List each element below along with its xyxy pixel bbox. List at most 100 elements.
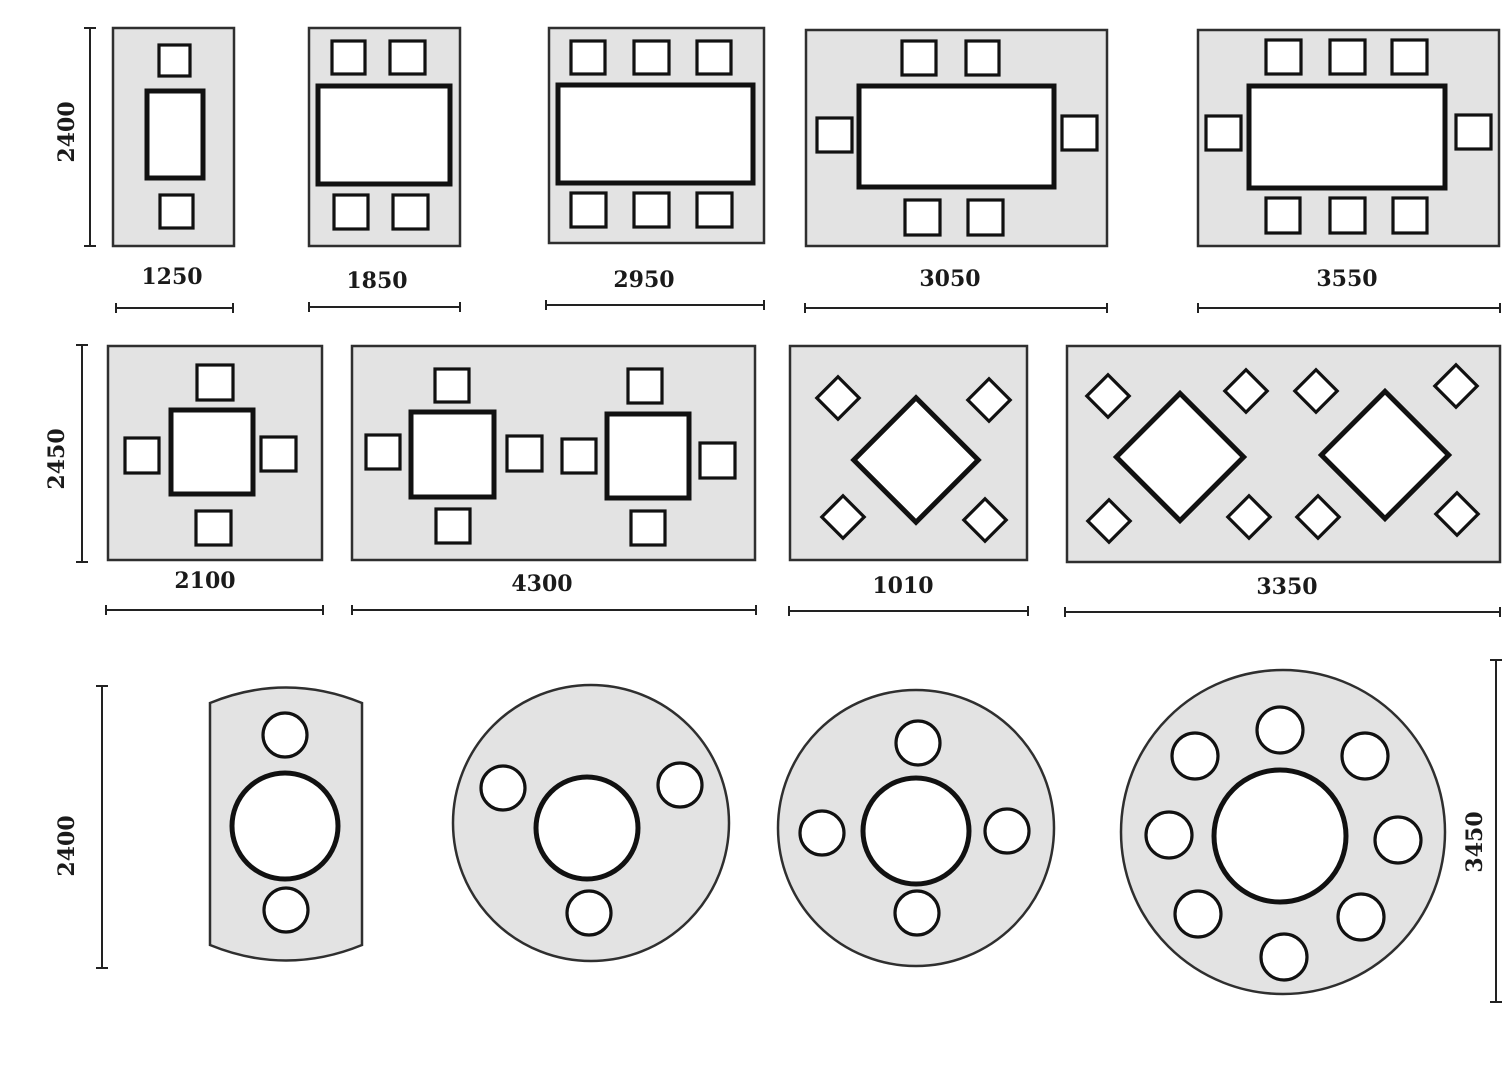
seat (900, 39, 938, 77)
seat (814, 374, 862, 422)
seat (569, 39, 607, 76)
layout-round-table-4-seats (776, 688, 1056, 968)
table-square (604, 411, 692, 501)
layout-round-table-8-seats (1119, 668, 1447, 996)
row3-left-height-label: 2400 (54, 815, 80, 876)
row1-height-label: 2400 (54, 101, 80, 162)
seat (1170, 731, 1220, 781)
seat (388, 39, 427, 76)
seat (194, 509, 233, 547)
seat (1433, 490, 1481, 538)
seat (798, 809, 846, 857)
seat (1222, 367, 1270, 415)
layout-two-square-tables-8-seats (350, 344, 757, 562)
seat (1060, 114, 1099, 152)
table-round (860, 775, 972, 887)
seat (1328, 196, 1367, 235)
seat (961, 496, 1009, 544)
seat (330, 39, 367, 76)
seat (259, 435, 298, 473)
table-square (168, 407, 256, 497)
table-round (533, 774, 641, 882)
seat (1264, 196, 1302, 235)
layout-rect-table-6-seats (547, 26, 766, 245)
layout-rect-table-6-seats-ends (804, 28, 1109, 248)
seat (1454, 113, 1493, 151)
seat (698, 441, 737, 480)
layout-round-table-2-seats (208, 686, 364, 962)
seat (632, 39, 671, 76)
seat (903, 198, 942, 237)
seat (1084, 372, 1132, 420)
width-label: 2100 (174, 568, 235, 594)
seat (123, 436, 161, 475)
layout-round-table-3-seats (451, 683, 731, 963)
seat (819, 493, 867, 541)
table-rectangle (856, 83, 1057, 190)
seat (364, 433, 402, 471)
width-label: 3550 (1316, 266, 1377, 292)
row3-right-height-dimension: 3450 (1462, 659, 1502, 1003)
seat (1328, 38, 1367, 76)
seat (1085, 497, 1133, 545)
width-label: 1010 (872, 573, 933, 599)
seat (1373, 815, 1423, 865)
seat (569, 191, 608, 229)
seat (629, 509, 667, 547)
seat (894, 719, 942, 767)
row2-height-label: 2450 (44, 428, 70, 489)
table-diamond (1317, 387, 1453, 523)
seat (434, 507, 472, 545)
seat (1391, 196, 1429, 235)
seat (157, 43, 192, 78)
seat (695, 39, 733, 76)
seat (626, 367, 664, 405)
table-rectangle (1246, 83, 1448, 191)
seat (1255, 705, 1305, 755)
layout-rect-table-2-seats (111, 26, 236, 248)
table-rectangle (315, 83, 453, 187)
seat (565, 889, 613, 937)
seat (1336, 892, 1386, 942)
seat (262, 886, 310, 934)
seat (505, 434, 544, 473)
seat (965, 376, 1013, 424)
seat (632, 191, 671, 229)
table-square (408, 409, 497, 500)
seat (1340, 731, 1390, 781)
seat (1390, 38, 1429, 76)
seat (195, 363, 235, 402)
seat (964, 39, 1001, 77)
layout-two-diamond-tables-8-seats (1065, 344, 1502, 564)
width-label: 1850 (346, 268, 407, 294)
table-rectangle (555, 82, 756, 186)
seat (433, 367, 471, 404)
width-label: 4300 (511, 571, 572, 597)
layout-diamond-table-4-seats (788, 344, 1029, 562)
row3-left-height-dimension: 2400 (54, 685, 108, 969)
width-label: 3350 (1256, 574, 1317, 600)
table-round (1211, 767, 1349, 905)
seat (158, 193, 195, 230)
row3-right-height-label: 3450 (1462, 811, 1488, 872)
seat (1294, 493, 1342, 541)
seat (1144, 810, 1194, 860)
seat (479, 764, 527, 812)
table-diamond (850, 394, 982, 526)
table-diamond (1112, 389, 1248, 525)
seat (656, 761, 704, 809)
row2-height-dimension: 2450 (44, 344, 88, 563)
seat (1225, 493, 1273, 541)
seat (983, 807, 1031, 855)
seat (1292, 367, 1340, 415)
seat (1173, 889, 1223, 939)
seat (261, 711, 309, 759)
table-rectangle (144, 88, 206, 181)
width-label: 2950 (613, 267, 674, 293)
width-label: 3050 (919, 266, 980, 292)
seat (560, 437, 598, 475)
seat (893, 889, 941, 937)
table-round (229, 770, 341, 882)
seat (815, 116, 854, 154)
